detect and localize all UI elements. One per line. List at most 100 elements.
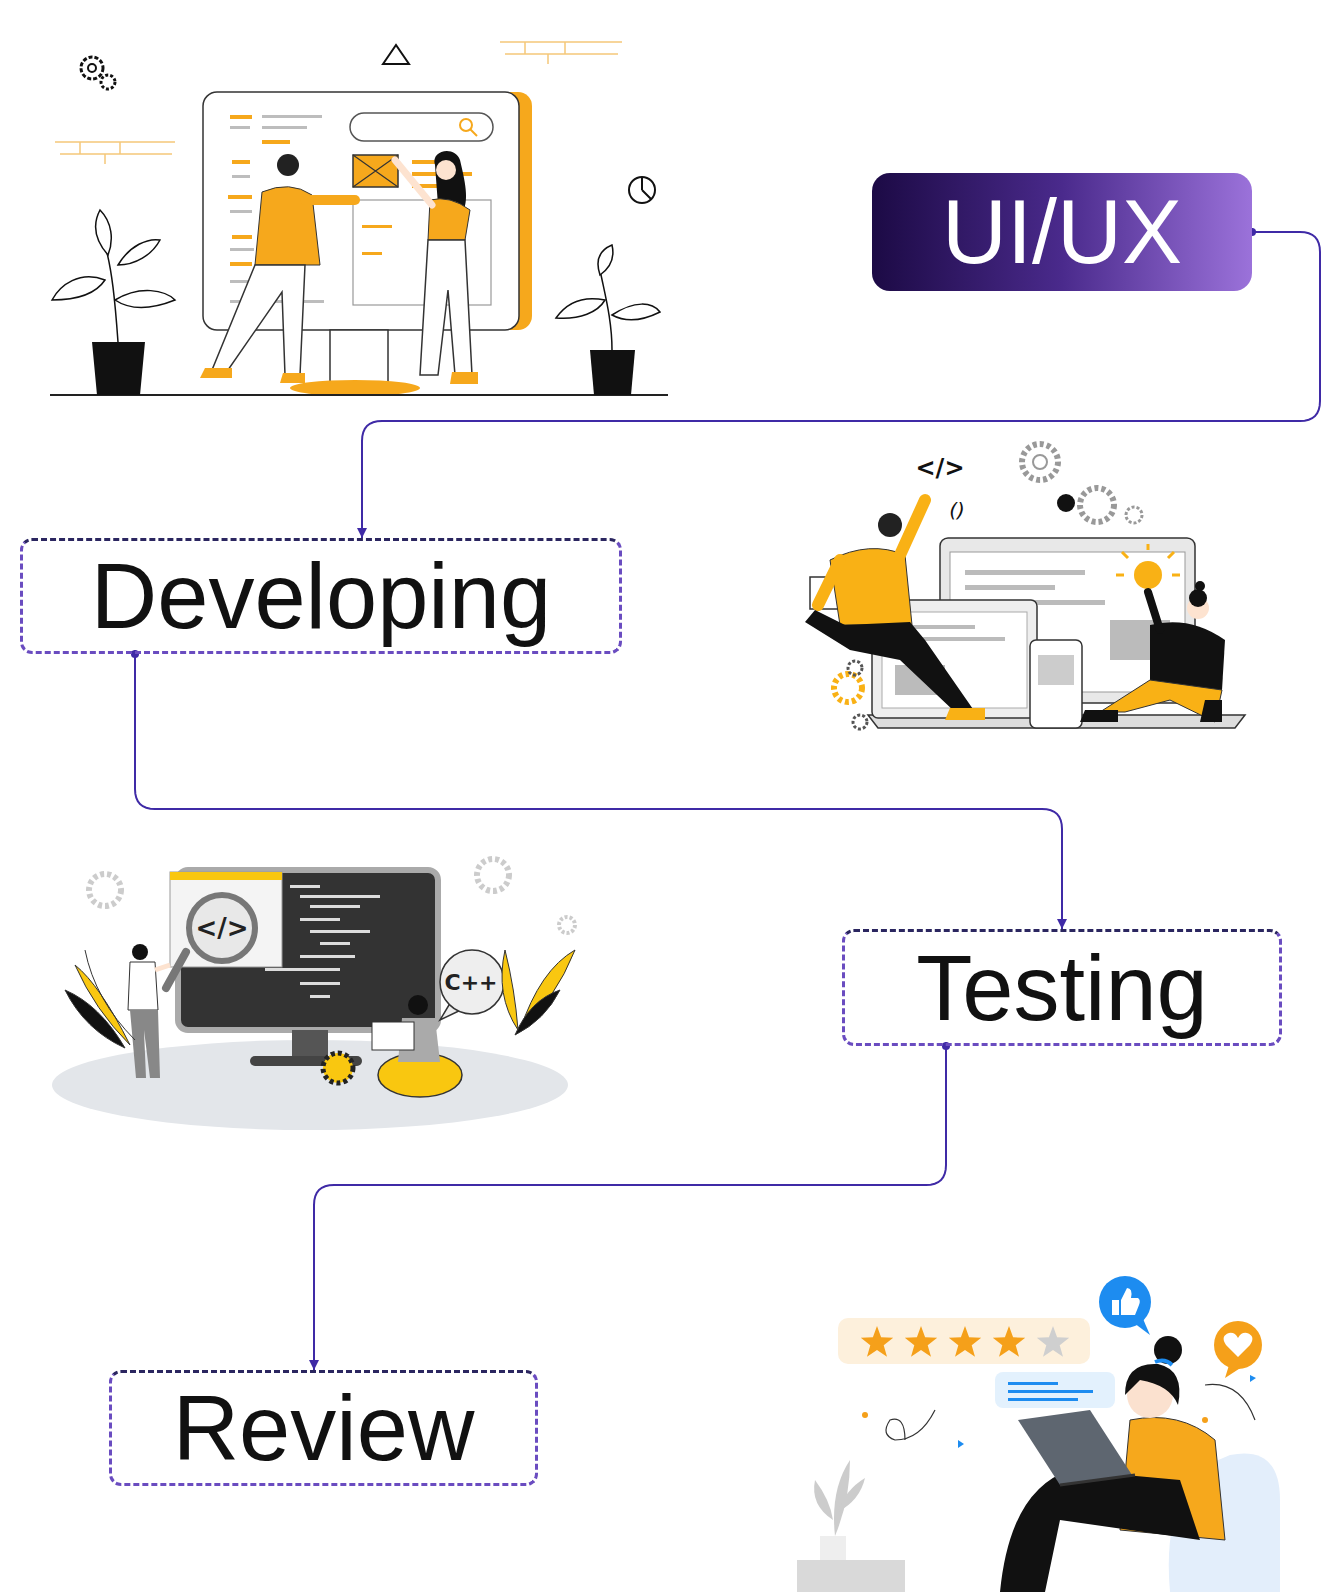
design-team-illustration-part	[200, 368, 232, 378]
design-team-illustration-part-part	[230, 280, 250, 283]
developer-team-illustration-part	[853, 715, 867, 729]
developer-team-illustration-part	[1116, 544, 1180, 575]
review-illustration-part	[993, 1326, 1025, 1357]
review-illustration-part	[949, 1326, 981, 1357]
design-team-illustration-part-part	[598, 245, 613, 275]
review-illustration-part	[820, 1536, 846, 1560]
design-team-illustration-part	[88, 64, 96, 72]
coding-illustration-part	[292, 1030, 328, 1060]
design-team-illustration	[50, 42, 668, 396]
developer-team-illustration-part	[834, 674, 862, 702]
design-team-illustration-part-part	[105, 245, 118, 342]
developer-team-illustration-part-part	[965, 570, 1085, 575]
coding-illustration-part-part	[515, 990, 560, 1035]
design-team-illustration-part	[290, 380, 420, 396]
stage-badge: UI/UX	[872, 173, 1252, 291]
coding-illustration-part-part	[300, 955, 355, 958]
coding-illustration-part-part	[320, 942, 350, 945]
design-team-illustration-part	[350, 113, 493, 141]
design-team-illustration-part	[305, 195, 355, 205]
developer-team-illustration-part	[878, 513, 902, 537]
review-illustration-part-part	[838, 1478, 865, 1512]
developer-team-illustration-part	[1080, 710, 1118, 722]
developer-team-illustration-part	[900, 500, 925, 555]
developer-team-illustration-part	[848, 661, 862, 675]
design-team-illustration-part-part	[262, 140, 290, 144]
design-team-illustration-part-part	[600, 270, 612, 350]
design-team-illustration-part	[420, 240, 472, 375]
review-illustration-part	[1060, 1475, 1135, 1485]
design-team-illustration-part-part	[232, 175, 250, 178]
design-team-illustration-part	[81, 57, 103, 79]
review-illustration-part	[886, 1410, 935, 1440]
design-team-illustration-part-part	[115, 291, 175, 308]
design-team-illustration-part	[50, 394, 668, 396]
flow-connector	[135, 654, 1062, 929]
coding-illustration-part-part	[310, 995, 330, 998]
coding-illustration-part	[89, 874, 121, 906]
design-team-illustration-part-part	[232, 160, 250, 164]
review-illustration-part	[1008, 1390, 1093, 1393]
design-team-illustration-part	[629, 177, 655, 203]
coding-illustration-part-part	[310, 905, 360, 908]
review-illustration-part	[838, 1318, 1090, 1364]
review-illustration-part	[1112, 1288, 1140, 1315]
stage-label: Developing	[91, 550, 551, 642]
coding-illustration-part	[128, 962, 158, 1010]
design-team-illustration-part	[101, 75, 115, 89]
review-illustration-part	[1099, 1276, 1151, 1328]
developer-team-illustration-part	[1195, 581, 1205, 591]
design-team-illustration-part-part	[228, 195, 252, 199]
coding-illustration-part-part	[290, 885, 320, 888]
code-symbol: ()	[949, 500, 965, 520]
coding-illustration-part	[323, 1053, 353, 1083]
design-team-illustration-part	[383, 45, 409, 64]
coding-illustration-part-part	[310, 930, 370, 933]
coding-illustration-part	[372, 1022, 414, 1050]
coding-illustration-part	[440, 950, 504, 1014]
developer-team-illustration-part	[945, 708, 985, 720]
design-team-illustration-part-part	[230, 115, 252, 119]
design-team-illustration-part	[500, 42, 622, 64]
design-team-illustration-part	[353, 155, 398, 187]
review-illustration-part	[1018, 1410, 1132, 1485]
coding-illustration-part	[155, 965, 170, 970]
coding-illustration	[52, 859, 575, 1130]
stage-box: Developing	[20, 538, 622, 654]
coding-illustration-part	[132, 944, 148, 960]
code-symbol: </>	[195, 915, 248, 941]
developer-team-illustration-part	[1148, 592, 1160, 630]
design-team-illustration-part	[590, 350, 635, 395]
review-illustration-part	[1008, 1398, 1078, 1401]
review-illustration-part	[814, 1460, 865, 1536]
developer-team-illustration-part	[1189, 589, 1207, 607]
design-team-illustration-part-part	[230, 262, 252, 266]
review-illustration-part	[1154, 1336, 1182, 1364]
coding-illustration-part	[189, 895, 255, 961]
review-illustration-part	[797, 1560, 905, 1592]
developer-team-illustration-part	[818, 560, 840, 605]
coding-illustration-part	[166, 952, 186, 988]
design-team-illustration-part-part	[230, 248, 254, 251]
coding-illustration-part-part	[85, 950, 135, 1040]
developer-team-illustration-part	[805, 610, 975, 712]
developer-team-illustration-part	[1022, 444, 1058, 480]
design-team-illustration-part-part	[612, 304, 660, 320]
review-illustration-part	[1202, 1417, 1208, 1423]
design-team-illustration-part	[450, 372, 478, 384]
review-illustration-part	[1224, 1333, 1253, 1357]
coding-illustration-part	[178, 870, 438, 1030]
review-illustration-part	[1250, 1375, 1256, 1382]
language-tag: C++	[444, 972, 497, 994]
coding-illustration-part	[559, 917, 575, 933]
coding-illustration-part-part	[502, 950, 518, 1030]
design-team-illustration-part	[353, 200, 491, 305]
review-illustration-part	[995, 1372, 1115, 1408]
design-team-illustration-part	[362, 252, 382, 255]
design-team-illustration-part-part	[230, 210, 252, 213]
developer-team-illustration-part	[1100, 680, 1222, 722]
coding-illustration-part-part	[300, 918, 340, 921]
design-team-illustration-part-part	[118, 240, 160, 265]
